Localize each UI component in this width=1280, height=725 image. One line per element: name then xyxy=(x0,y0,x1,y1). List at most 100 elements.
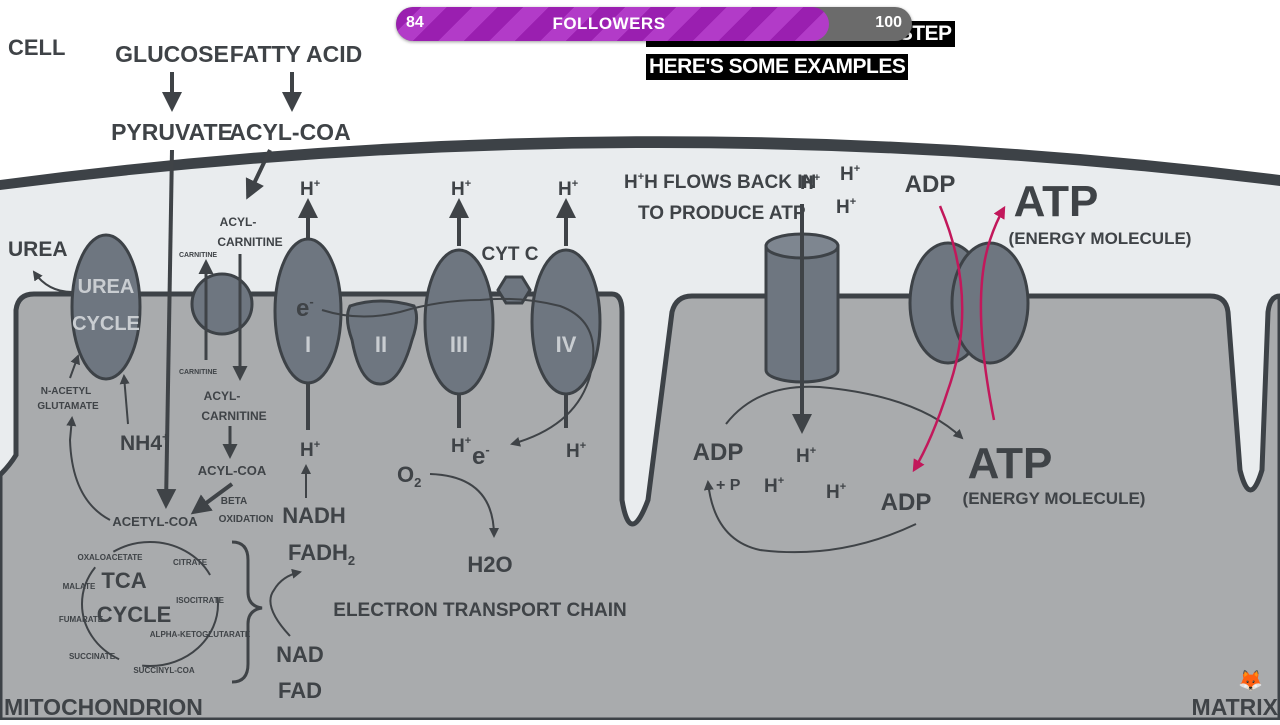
carnitine-bottom-label: CARNITINE xyxy=(179,369,217,376)
energy-molecule-matrix: (ENERGY MOLECULE) xyxy=(963,489,1146,508)
tca-citrate: CITRATE xyxy=(173,558,208,567)
proton-1-top: H+ xyxy=(300,178,320,200)
proton-synthase-top: H+ xyxy=(800,172,820,194)
complex-iii-label: III xyxy=(450,332,468,357)
tca-alpha-ketoglutarate: ALPHA-KETOGLUTARATE xyxy=(150,630,251,639)
acyl-carnitine-inner-2: CARNITINE xyxy=(201,409,266,423)
cyt-c xyxy=(496,275,532,305)
complex-iv-label: IV xyxy=(556,332,577,357)
urea-cycle-label-1: UREA xyxy=(78,276,135,298)
adp-matrix-label: ADP xyxy=(881,489,932,516)
pyruvate-arrow xyxy=(156,149,177,509)
nh4-label: NH4+ xyxy=(120,430,169,455)
o2-to-h2o-arrow xyxy=(429,473,499,538)
cell-label: CELL xyxy=(8,35,65,60)
o2-label: O2 xyxy=(397,462,421,490)
adp-top-label: ADP xyxy=(905,171,956,198)
h-flows-line-2: TO PRODUCE ATP xyxy=(638,203,806,224)
inner-membrane xyxy=(0,291,1280,723)
electron-path xyxy=(321,297,595,447)
tca-title-1: TCA xyxy=(101,568,146,593)
acyl-carnitine-outer-1: ACYL- xyxy=(220,215,257,229)
fad-label: FAD xyxy=(278,678,322,703)
proton-floating-2: H+ xyxy=(836,196,856,218)
subtitle-line-2: HERE'S SOME EXAMPLES xyxy=(646,54,909,80)
h-flows-line-1: H+H FLOWS BACK IN xyxy=(624,171,816,193)
proton-matrix-2: H+ xyxy=(764,475,784,497)
acetyl-coa-label: ACETYL-COA xyxy=(112,514,198,529)
mitochondrion-label: MITOCHONDRION xyxy=(4,694,203,720)
atp-matrix-label: ATP xyxy=(968,439,1053,488)
acyl-carnitine-inner-1: ACYL- xyxy=(204,389,241,403)
complex-i-label: I xyxy=(305,332,311,357)
complex-ii xyxy=(345,299,419,386)
etc-title: ELECTRON TRANSPORT CHAIN xyxy=(333,600,626,621)
urea-cycle-label-2: CYCLE xyxy=(72,313,140,335)
tca-cycle-ring xyxy=(81,541,219,667)
follower-goal: 100 xyxy=(875,14,902,31)
nadh-label: NADH xyxy=(282,503,346,528)
electron-label: e- xyxy=(296,294,314,322)
energy-molecule-top: (ENERGY MOLECULE) xyxy=(1009,229,1192,248)
follower-goal-bar: 84 FOLLOWERS 100 xyxy=(396,7,912,41)
beta-label-2: OXIDATION xyxy=(219,514,274,525)
beta-label-1: BETA xyxy=(221,496,247,507)
nh4-arrow xyxy=(119,374,130,425)
acyl-coa-inner-label: ACYL-COA xyxy=(198,463,267,478)
follower-label: FOLLOWERS xyxy=(552,14,666,33)
nad-arrow xyxy=(269,568,302,637)
cyt-c-label: CYT C xyxy=(482,244,539,265)
complex-iii xyxy=(423,248,495,396)
proton-matrix-3: H+ xyxy=(826,481,846,503)
proton-matrix-1: H+ xyxy=(796,445,816,467)
carnitine-top-label: CARNITINE xyxy=(179,252,217,259)
tca-fumarate: FUMARATE xyxy=(59,615,104,624)
acetyl-to-urea-arrow xyxy=(66,416,111,521)
follower-progress-fill xyxy=(396,7,830,41)
watermark: MATRIX xyxy=(1192,694,1279,720)
carnitine-transporter xyxy=(190,272,254,336)
proton-4-bottom: H+ xyxy=(566,440,586,462)
proton-4-top: H+ xyxy=(558,178,578,200)
proton-3-top: H+ xyxy=(451,178,471,200)
n-acetyl-label-1: N-ACETYL xyxy=(41,386,92,397)
complex-ii-label: II xyxy=(375,332,387,357)
fox-icon: 🦊 xyxy=(1238,670,1263,692)
beta-oxidation-arrow xyxy=(190,482,234,515)
fatty-acid-label: FATTY ACID xyxy=(230,41,362,67)
fadh2-label: FADH2 xyxy=(288,540,355,568)
complex-iv xyxy=(530,248,602,396)
adp-atp-translocase-right xyxy=(950,241,1030,365)
tca-succinyl-coa: SUCCINYL-COA xyxy=(133,666,195,675)
plus-p-label: + P xyxy=(716,477,741,494)
acyl-coa-top-label: ACYL-COA xyxy=(229,119,350,145)
electron-bottom-label: e- xyxy=(472,442,490,470)
atp-export-arrow xyxy=(979,205,1006,421)
glucose-label: GLUCOSE xyxy=(115,41,229,67)
proton-floating-1: H+ xyxy=(840,163,860,185)
tca-bracket xyxy=(231,540,263,684)
follower-count: 84 xyxy=(406,14,424,31)
n-acetyl-arrow xyxy=(69,354,80,379)
adp-left-label: ADP xyxy=(693,439,744,466)
h2o-label: H2O xyxy=(467,552,512,577)
proton-1-bottom: H+ xyxy=(300,439,320,461)
adp-import-arrow xyxy=(912,205,964,473)
urea-label: UREA xyxy=(8,238,68,261)
urea-cycle-oval xyxy=(70,233,142,381)
nad-label: NAD xyxy=(276,642,324,667)
complex-i xyxy=(273,237,343,385)
tca-succinate: SUCCINATE xyxy=(69,652,116,661)
adp-to-atp-arrow xyxy=(725,385,964,440)
atp-to-adp-return-arrow xyxy=(703,480,917,554)
tca-oxaloacetate: OXALOACETATE xyxy=(77,553,143,562)
urea-arrow xyxy=(32,270,73,293)
tca-malate: MALATE xyxy=(63,582,96,591)
atp-top-label: ATP xyxy=(1014,177,1099,226)
tca-title-2: CYCLE xyxy=(97,602,172,627)
n-acetyl-label-2: GLUTAMATE xyxy=(37,401,99,412)
proton-3-bottom: H+ xyxy=(451,435,471,457)
pyruvate-label: PYRUVATE xyxy=(111,119,233,145)
acyl-carnitine-outer-2: CARNITINE xyxy=(217,235,282,249)
